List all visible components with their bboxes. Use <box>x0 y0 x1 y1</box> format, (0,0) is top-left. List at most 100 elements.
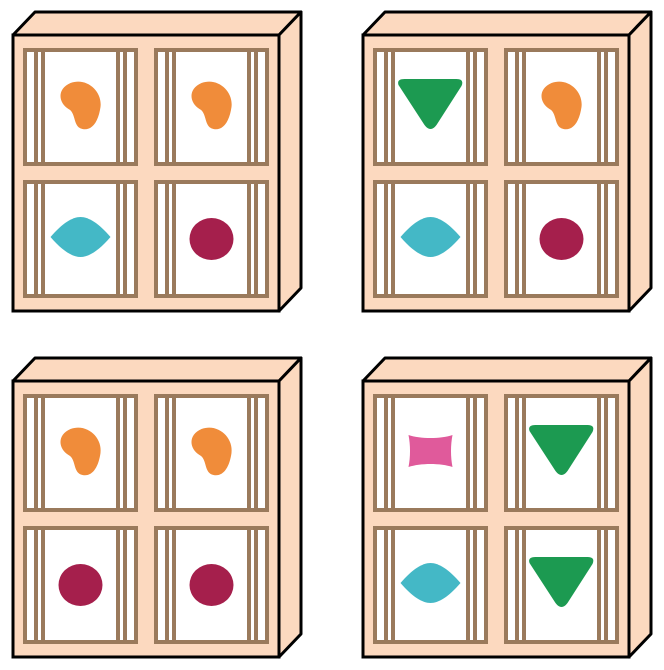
window-frame-left <box>373 526 377 644</box>
window-frame-right <box>134 394 138 512</box>
window-bar <box>123 52 127 162</box>
window-bar <box>384 52 388 162</box>
window-bar <box>247 398 251 508</box>
window-frame-top <box>23 526 138 530</box>
window-bar <box>123 184 127 294</box>
window-frame-bottom <box>373 640 488 644</box>
window-bar <box>391 52 395 162</box>
window-bar <box>597 184 601 294</box>
window-frame-bottom <box>23 640 138 644</box>
window-bar <box>604 184 608 294</box>
window-bar <box>473 530 477 640</box>
window-frame-bottom <box>504 162 619 166</box>
window-bar <box>41 184 45 294</box>
window-bar <box>597 52 601 162</box>
compartment-bottom-right <box>154 526 269 644</box>
window-frame-bottom <box>154 162 269 166</box>
window-frame-top <box>373 180 488 184</box>
window-bar <box>384 184 388 294</box>
window-bar <box>123 530 127 640</box>
window-bar <box>165 52 169 162</box>
window-bar <box>41 530 45 640</box>
window-bar <box>116 184 120 294</box>
window-bar <box>254 184 258 294</box>
window-frame-left <box>23 48 27 166</box>
window-bar <box>391 398 395 508</box>
window-frame-right <box>265 48 269 166</box>
window-frame-right <box>615 394 619 512</box>
window-bar <box>466 398 470 508</box>
box-side-face <box>629 12 651 311</box>
window-frame-bottom <box>504 294 619 298</box>
window-frame-right <box>265 180 269 298</box>
compartment-top-right <box>504 394 619 512</box>
window-bar <box>172 52 176 162</box>
window-frame-right <box>134 180 138 298</box>
window-frame-right <box>484 394 488 512</box>
box-top-left <box>13 12 301 311</box>
window-frame-left <box>504 526 508 644</box>
compartment-top-right <box>154 394 269 512</box>
window-frame-left <box>154 526 158 644</box>
window-bar <box>34 52 38 162</box>
box-top-right <box>363 12 651 311</box>
window-bar <box>466 184 470 294</box>
window-bar <box>247 184 251 294</box>
window-frame-right <box>615 526 619 644</box>
window-bar <box>473 398 477 508</box>
window-frame-top <box>373 48 488 52</box>
window-bar <box>34 184 38 294</box>
window-bar <box>515 398 519 508</box>
window-frame-top <box>154 526 269 530</box>
window-frame-bottom <box>504 508 619 512</box>
window-bar <box>247 52 251 162</box>
window-frame-top <box>504 180 619 184</box>
compartment-bottom-right <box>154 180 269 298</box>
window-bar <box>254 530 258 640</box>
box-side-face <box>629 358 651 657</box>
window-bar <box>254 398 258 508</box>
window-bar <box>254 52 258 162</box>
window-bar <box>41 52 45 162</box>
window-frame-bottom <box>373 162 488 166</box>
window-bar <box>515 52 519 162</box>
window-frame-right <box>134 48 138 166</box>
compartment-bottom-left <box>23 180 138 298</box>
window-frame-right <box>484 48 488 166</box>
window-bar <box>41 398 45 508</box>
bowtie-shape <box>409 435 453 467</box>
window-bar <box>34 530 38 640</box>
window-frame-bottom <box>373 508 488 512</box>
window-frame-left <box>373 180 377 298</box>
compartment-bottom-right <box>504 180 619 298</box>
box-bottom-right <box>363 358 651 657</box>
box-top-face <box>13 358 301 381</box>
compartment-bottom-right <box>504 526 619 644</box>
window-frame-left <box>504 48 508 166</box>
window-bar <box>522 184 526 294</box>
window-bar <box>515 530 519 640</box>
window-frame-left <box>373 394 377 512</box>
window-frame-right <box>265 394 269 512</box>
window-frame-right <box>484 526 488 644</box>
window-frame-left <box>373 48 377 166</box>
window-bar <box>473 52 477 162</box>
window-frame-bottom <box>23 508 138 512</box>
window-frame-left <box>23 394 27 512</box>
window-frame-top <box>373 394 488 398</box>
window-bar <box>172 530 176 640</box>
window-frame-top <box>23 180 138 184</box>
window-bar <box>247 530 251 640</box>
compartment-top-left <box>373 394 488 512</box>
window-bar <box>384 398 388 508</box>
window-frame-top <box>154 180 269 184</box>
window-bar <box>604 52 608 162</box>
window-frame-bottom <box>23 162 138 166</box>
compartment-top-right <box>504 48 619 166</box>
window-bar <box>515 184 519 294</box>
window-frame-top <box>154 394 269 398</box>
window-bar <box>466 52 470 162</box>
window-frame-left <box>154 180 158 298</box>
window-frame-right <box>134 526 138 644</box>
window-frame-top <box>154 48 269 52</box>
